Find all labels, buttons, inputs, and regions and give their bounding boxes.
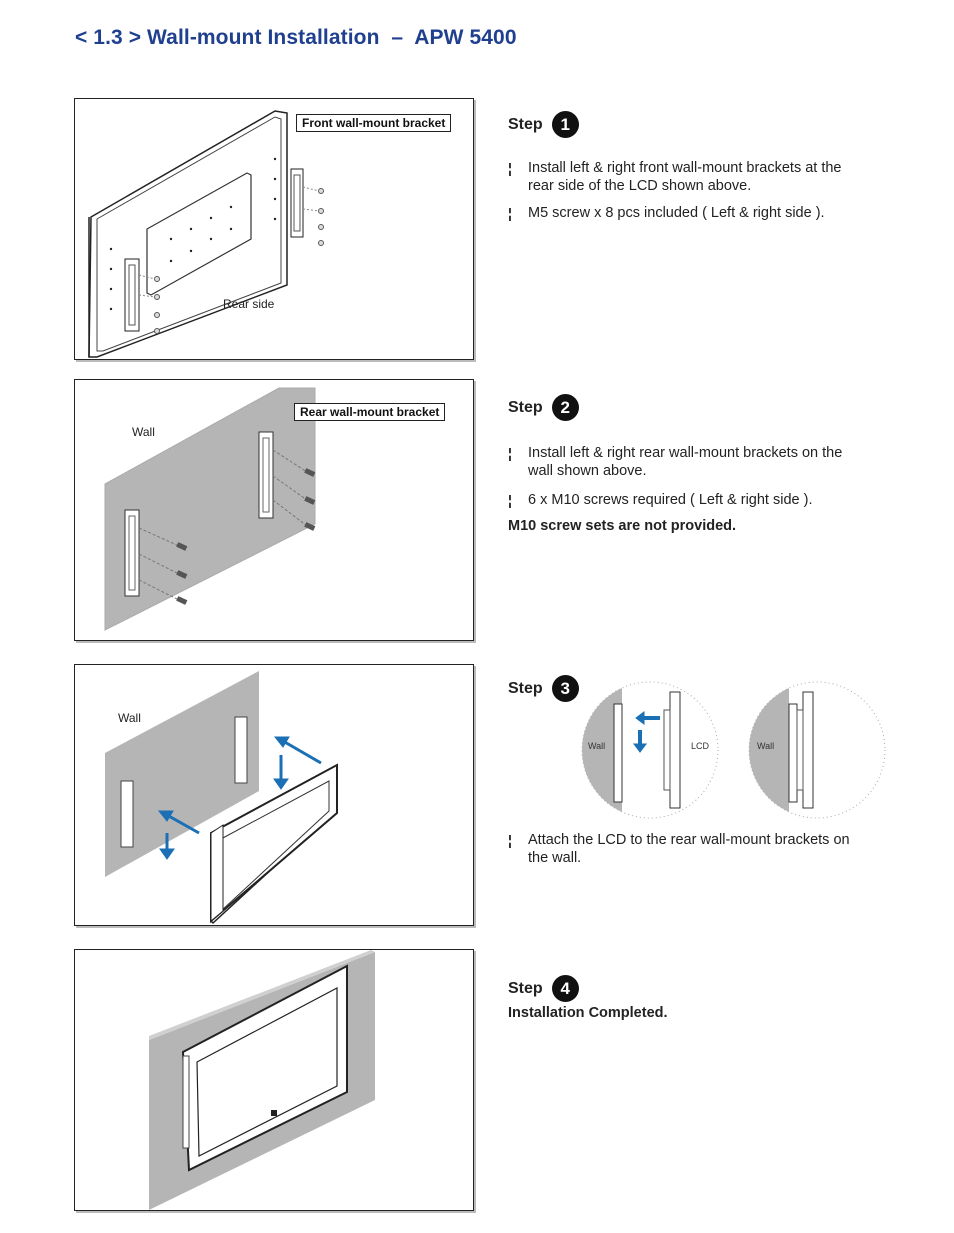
step-word: Step: [508, 398, 543, 416]
rear-bracket-callout: Rear wall-mount bracket: [294, 403, 446, 421]
step3-figure: Wall: [74, 664, 474, 926]
step-word: Step: [508, 115, 543, 133]
step2-note: M10 screw sets are not provided.: [508, 518, 737, 534]
step2-bullet-1: ¦ Install left & right rear wall-mount b…: [508, 445, 843, 479]
rear-side-label: Rear side: [223, 297, 275, 311]
completed-installation-illustration: [149, 950, 375, 1210]
detail-view-before: Wall LCD: [580, 680, 720, 820]
detail-wall-label: Wall: [588, 741, 606, 751]
step2-figure: Rear wall-mount bracket Wall: [74, 379, 474, 641]
wall-label: Wall: [132, 425, 155, 439]
detail-wall-label: Wall: [757, 741, 775, 751]
bullet-mark: ¦: [508, 832, 512, 848]
step2-header: Step 2: [508, 394, 579, 421]
detail-lcd-label: LCD: [691, 741, 710, 751]
step1-header: Step 1: [508, 111, 579, 138]
attach-lcd-illustration: [105, 671, 338, 925]
step3-bullet-1: ¦ Attach the LCD to the rear wall-mount …: [508, 832, 850, 866]
detail-view-after: Wall: [747, 680, 887, 820]
bullet-mark: ¦: [508, 205, 512, 221]
lcd-rear-illustration: [88, 110, 324, 358]
page-title: < 1.3 > Wall-mount Installation – APW 54…: [75, 26, 517, 49]
step3-header: Step 3: [508, 675, 579, 702]
step1-bullet-2: ¦ M5 screw x 8 pcs included ( Left & rig…: [508, 205, 825, 221]
step4-figure: [74, 949, 474, 1211]
step4-header: Step 4: [508, 975, 579, 1002]
step-number-badge: 1: [551, 111, 579, 138]
step-number-badge: 4: [551, 975, 579, 1002]
step-word: Step: [508, 679, 543, 697]
bullet-mark: ¦: [508, 160, 512, 176]
step2-bullet-2: ¦ 6 x M10 screws required ( Left & right…: [508, 492, 813, 508]
step1-figure: Front wall-mount bracket Rear side: [74, 98, 474, 360]
step-number-badge: 3: [551, 675, 579, 702]
step1-bullet-1: ¦ Install left & right front wall-mount …: [508, 160, 842, 194]
wall-label: Wall: [118, 711, 141, 725]
step-word: Step: [508, 979, 543, 997]
front-bracket-callout: Front wall-mount bracket: [296, 114, 452, 132]
step-number-badge: 2: [551, 394, 579, 421]
step4-note: Installation Completed.: [508, 1005, 668, 1021]
bullet-mark: ¦: [508, 492, 512, 508]
wall-bracket-illustration: [104, 387, 316, 631]
bullet-mark: ¦: [508, 445, 512, 461]
